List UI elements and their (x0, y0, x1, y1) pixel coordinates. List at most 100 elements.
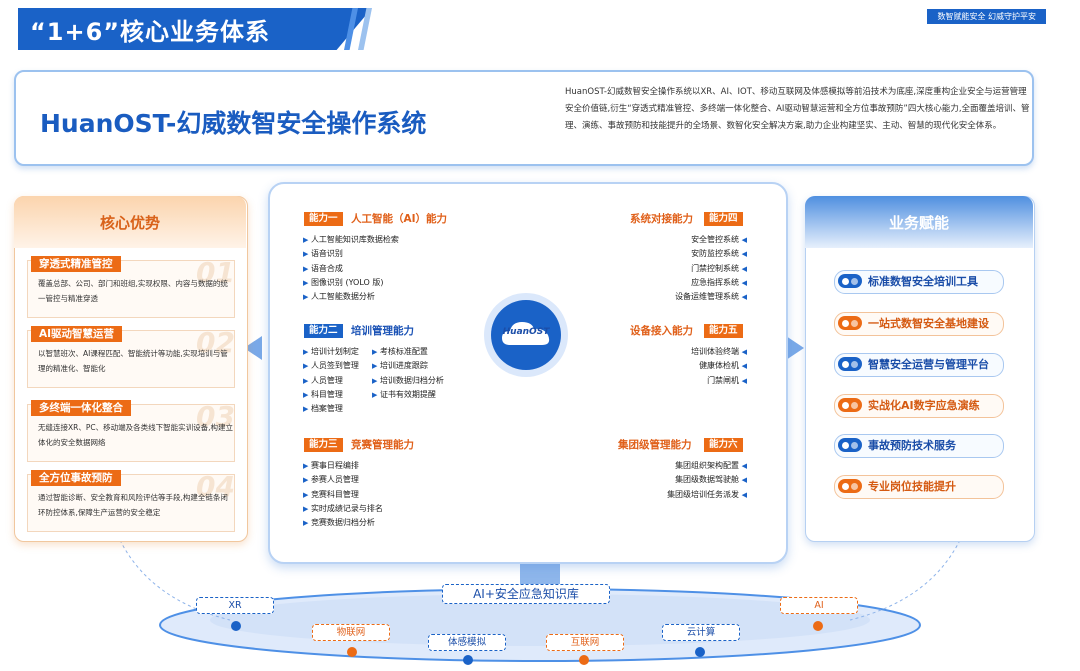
tech-chip: 体感模拟 (428, 634, 506, 651)
advantage-text: 覆盖总部、公司、部门和班组,实现权限、内容与数据的统一管控与精准穿透 (38, 279, 228, 303)
toggle-icon (838, 316, 862, 330)
business-item (834, 434, 1004, 458)
arrow-left-icon: ◀ (741, 362, 747, 371)
capability-name: 集团级管理能力 (618, 439, 692, 451)
capability-tag: 能力一 (304, 212, 343, 226)
advantage-text: 无缝连接XR、PC、移动端及各类线下智能实训设备,构建立体化的安全数据网络 (38, 423, 233, 447)
advantage-tag: AI驱动智慧运营 (31, 326, 123, 342)
capability-list: ▶ 赛事日程编排 ▶ 参赛人员管理 ▶ 竞赛科目管理 ▶ 实时成绩记录与排名 ▶… (303, 459, 383, 530)
tech-chip: XR (196, 597, 274, 614)
arrow-left-icon: ◀ (741, 462, 747, 470)
business-item-label: 标准数智安全培训工具 (868, 275, 978, 288)
arrow-icon: ▶ (372, 362, 378, 371)
capability-name: 培训管理能力 (351, 325, 414, 337)
knowledge-base-label: AI+安全应急知识库 (442, 584, 610, 604)
capability-name: 系统对接能力 (630, 213, 693, 225)
arrow-icon: ▶ (303, 278, 309, 287)
business-item (834, 353, 1004, 377)
toggle-icon (838, 357, 862, 371)
capability-item: 安全管控系统 ◀ (691, 235, 747, 244)
arrow-left-icon: ◀ (741, 376, 747, 385)
capability-tag: 能力四 (704, 212, 743, 226)
header-banner (18, 8, 372, 50)
system-title: HuanOST-幻威数智安全操作系统 (40, 109, 427, 138)
tech-chip: 互联网 (546, 634, 624, 651)
capability-item: ▶ 赛事日程编排 (303, 461, 359, 470)
capability-item: 集团级数据驾驶舱 ◀ (675, 475, 747, 485)
capability-item: 安防监控系统 ◀ (691, 249, 747, 259)
business-item (834, 312, 1004, 336)
capability-item: 健康体检机 ◀ (699, 361, 747, 371)
arrow-left-icon: ◀ (741, 264, 747, 273)
arrow-icon: ▶ (303, 462, 309, 470)
advantage-text: 通过智能诊断、安全教育和风险评估等手段,构建全链条闭环防控体系,保障生产运营的安… (38, 493, 228, 517)
arrow-left-icon: ◀ (741, 278, 747, 287)
arrow-left-icon: ◀ (741, 250, 747, 259)
capability-list: 集团组织架构配置 ◀ 集团级数据驾驶舱 ◀ 集团级培训任务派发 ◀ (590, 459, 747, 502)
capability-item: ▶ 语音合成 (303, 263, 343, 273)
toggle-icon (838, 479, 862, 493)
capability-list: ▶ 人工智能知识库数据检索 ▶ 语音识别 ▶ 语音合成 ▶ 图像识别 (YOLO… (303, 233, 399, 304)
capability-item: ▶ 图像识别 (YOLO 版) (303, 277, 384, 287)
arrow-icon: ▶ (303, 376, 309, 385)
arrow-icon: ▶ (303, 490, 309, 499)
business-item-label: 智慧安全运营与管理平台 (868, 358, 989, 371)
toggle-icon (838, 398, 862, 412)
advantage-number: 02 (196, 326, 235, 359)
arrow-icon: ▶ (372, 348, 378, 356)
core-advantages-header (14, 196, 246, 248)
capability-item: ▶ 人员管理 (303, 375, 343, 385)
arrow-icon: ▶ (303, 264, 309, 273)
arrow-icon: ▶ (303, 476, 309, 485)
arrow-left-icon: ◀ (741, 348, 747, 356)
capability-item: ▶ 科目管理 (303, 389, 343, 399)
business-item-label: 事故预防技术服务 (868, 439, 956, 452)
capability-item: ▶ 竞赛科目管理 (303, 489, 359, 499)
tech-chip: AI (780, 597, 858, 614)
arrow-icon: ▶ (303, 362, 309, 371)
arrow-icon: ▶ (303, 405, 309, 414)
capability-list: 安全管控系统 ◀ 安防监控系统 ◀ 门禁控制系统 ◀ 应急指挥系统 ◀ 设备运维… (590, 233, 747, 304)
arrow-icon: ▶ (372, 376, 378, 385)
capability-name: 人工智能（AI）能力 (351, 213, 448, 225)
capability-item: 集团组织架构配置 ◀ (675, 461, 747, 470)
business-item (834, 475, 1004, 499)
hub-label: HuanOST (502, 327, 550, 337)
advantage-text: 以智慧班次、AI课程匹配、智能统计等功能,实现培训与管理的精准化、智能化 (38, 349, 228, 373)
cloud-icon (502, 322, 550, 345)
arrow-icon: ▶ (303, 348, 309, 356)
advantage-number: 04 (196, 470, 235, 503)
business-item (834, 394, 1004, 418)
capability-item: ▶ 人工智能知识库数据检索 (303, 235, 399, 244)
capability-item: ▶ 培训计划制定 (303, 347, 359, 356)
tech-chip: 云计算 (662, 624, 740, 641)
capability-tag: 能力三 (304, 438, 343, 452)
capability-tag: 能力二 (304, 324, 343, 338)
capability-item: 设备运维管理系统 ◀ (675, 292, 747, 302)
capability-item: ▶ 培训进度跟踪 (372, 361, 428, 371)
arrow-icon: ▶ (303, 236, 309, 244)
capability-list: 培训体验终端 ◀ 健康体检机 ◀ 门禁闸机 ◀ (590, 345, 747, 388)
advantage-number: 03 (196, 400, 235, 433)
capability-item: 门禁控制系统 ◀ (691, 263, 747, 273)
arrow-left-icon: ◀ (741, 293, 747, 302)
capability-item: ▶ 参赛人员管理 (303, 475, 359, 485)
arrow-icon: ▶ (303, 504, 309, 513)
system-description: HuanOST-幻威数智安全操作系统以XR、AI、IOT、移动互联网及体感模拟等… (565, 87, 1030, 131)
capability-item: ▶ 人工智能数据分析 (303, 292, 375, 302)
header-tagline: 数智赋能安全 幻威守护平安 (927, 9, 1046, 24)
arrow-icon: ▶ (372, 390, 378, 399)
arrow-left-icon: ◀ (741, 476, 747, 485)
page-title: “1+6”核心业务体系 (30, 18, 271, 46)
toggle-icon (838, 274, 862, 288)
tech-chip: 物联网 (312, 624, 390, 641)
capability-list: ▶ 培训计划制定 ▶ 人员签到管理 ▶ 人员管理 ▶ 科目管理 ▶ 档案管理 (303, 345, 359, 416)
capability-list: ▶ 考核标准配置 ▶ 培训进度跟踪 ▶ 培训数据归档分析 ▶ 证书有效期提醒 (372, 345, 444, 402)
capability-item: ▶ 考核标准配置 (372, 347, 428, 356)
capability-name: 设备接入能力 (630, 325, 693, 337)
capability-tag: 能力五 (704, 324, 743, 338)
arrow-icon: ▶ (303, 519, 309, 528)
arrow-icon: ▶ (303, 390, 309, 399)
capability-item: 门禁闸机 ◀ (707, 375, 747, 385)
advantage-tag: 穿透式精准管控 (31, 256, 121, 272)
